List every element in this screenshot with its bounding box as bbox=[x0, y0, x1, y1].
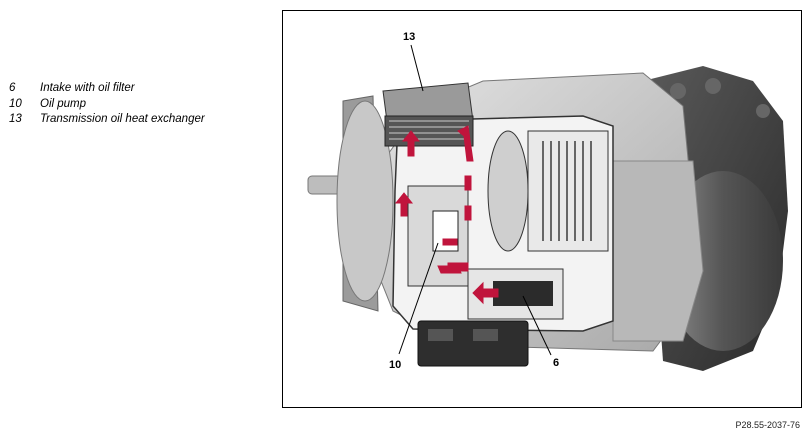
legend: 6 Intake with oil filter 10 Oil pump 13 … bbox=[9, 81, 205, 128]
legend-number: 13 bbox=[9, 113, 22, 125]
legend-label: Transmission oil heat exchanger bbox=[40, 113, 205, 125]
oil-flow-arrows bbox=[394, 125, 499, 305]
legend-item: 10 Oil pump bbox=[9, 97, 205, 113]
callout-6: 6 bbox=[553, 357, 560, 369]
legend-label: Oil pump bbox=[40, 97, 87, 110]
figure-frame: 13 10 6 bbox=[282, 10, 802, 408]
callout-10: 10 bbox=[389, 359, 402, 371]
heat-exchanger bbox=[382, 82, 474, 147]
legend-label: Intake with oil filter bbox=[40, 82, 135, 94]
legend-number: 6 bbox=[9, 82, 16, 94]
transmission-cutaway-illustration bbox=[307, 44, 788, 371]
callout-13: 13 bbox=[403, 31, 416, 43]
input-flange bbox=[307, 95, 394, 312]
legend-item: 6 Intake with oil filter bbox=[9, 81, 205, 97]
figure-code: P28.55-2037-76 bbox=[735, 420, 800, 430]
cutaway-section bbox=[392, 115, 614, 332]
legend-item: 13 Transmission oil heat exchanger bbox=[9, 112, 205, 128]
legend-number: 10 bbox=[9, 97, 22, 110]
electrical-connector bbox=[417, 320, 529, 367]
callout-leaders bbox=[398, 44, 552, 356]
